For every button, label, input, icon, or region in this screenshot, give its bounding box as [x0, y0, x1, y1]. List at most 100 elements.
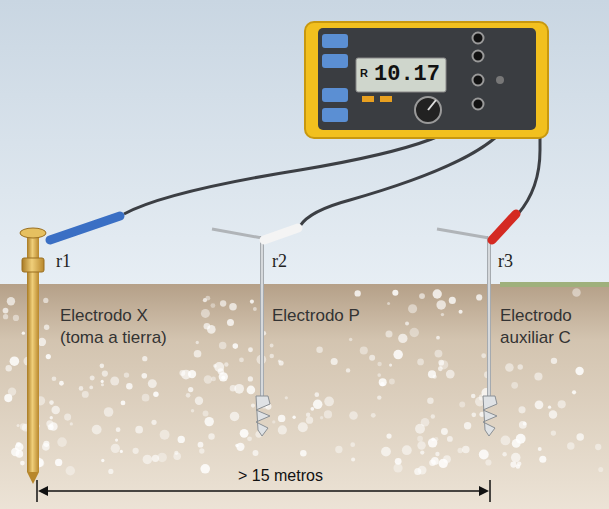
soil-dot [316, 347, 323, 354]
soil-dot [551, 430, 556, 435]
soil-dot [449, 297, 456, 304]
soil-dot [17, 424, 20, 427]
soil-dot [120, 450, 123, 453]
soil-dot [548, 406, 551, 409]
soil-dot [572, 288, 580, 296]
soil-dot [43, 298, 48, 303]
soil-dot [385, 331, 392, 338]
soil-dot [575, 367, 583, 375]
soil-dot [204, 417, 213, 426]
soil-dot [539, 456, 546, 463]
blue-connector [50, 216, 120, 240]
meter-button [322, 54, 348, 68]
electrode-label: Electrodo auxiliar C [500, 305, 604, 349]
display-symbol: R [360, 66, 368, 80]
soil-dot [224, 362, 228, 366]
ground-rod-clamp [22, 258, 44, 272]
stake-bit [483, 396, 497, 436]
soil-dot [50, 416, 53, 419]
soil-dot [219, 342, 226, 349]
soil-dot [516, 464, 521, 469]
soil-dot [471, 412, 476, 417]
soil-dot [44, 324, 49, 329]
soil-dot [349, 411, 358, 420]
soil-dot [538, 447, 542, 451]
soil-dot [435, 350, 443, 358]
soil-dot [518, 364, 523, 369]
dimension-tick [36, 480, 38, 502]
soil-dot [186, 393, 191, 398]
soil-dot [230, 385, 236, 391]
soil-dot [57, 437, 67, 447]
soil-dot [38, 338, 46, 346]
soil-dot [20, 423, 27, 430]
soil-dot [306, 413, 310, 417]
soil-dot [292, 416, 295, 419]
soil-dot [52, 376, 57, 381]
dimension-arrow [479, 486, 489, 496]
soil-dot [230, 412, 240, 422]
stake-handle [437, 229, 489, 238]
soil-dot [354, 290, 360, 296]
soil-dot [439, 459, 448, 468]
soil-dot [381, 447, 391, 457]
soil-dot [278, 425, 287, 434]
soil-dot [436, 336, 440, 340]
soil-dot [279, 360, 284, 365]
soil-dot [511, 382, 518, 389]
dimension-arrow [38, 486, 48, 496]
soil-dot [350, 442, 355, 447]
soil-dot [459, 310, 463, 314]
soil-dot [252, 450, 258, 456]
terminal-label: r2 [272, 250, 287, 273]
soil-dot [211, 377, 216, 382]
soil-dot [408, 304, 417, 313]
soil-dot [13, 315, 19, 321]
soil-dot [143, 455, 153, 465]
soil-dot [102, 370, 108, 376]
soil-dot [235, 444, 239, 448]
soil-dot [419, 293, 425, 299]
soil-dot [458, 448, 463, 453]
sky [0, 0, 609, 286]
soil-dot [82, 391, 89, 398]
soil-dot [196, 341, 199, 344]
soil-dot [331, 358, 338, 365]
meter-button [322, 88, 348, 102]
soil-dot [16, 442, 21, 447]
soil-dot [567, 442, 574, 449]
soil-dot [420, 450, 424, 454]
soil-dot [151, 420, 156, 425]
soil-dot [572, 390, 576, 394]
soil-dot [142, 394, 150, 402]
soil-dot [349, 338, 352, 341]
soil-dot [447, 436, 453, 442]
soil-dot [360, 347, 368, 355]
soil-dot [115, 439, 118, 442]
soil-dot [417, 436, 423, 442]
soil-dot [116, 427, 121, 432]
soil-dot [438, 360, 444, 366]
soil-dot [414, 468, 421, 475]
soil-dot [55, 459, 62, 466]
soil-dot [519, 421, 527, 429]
meter-jack [496, 76, 504, 84]
white-connector [264, 228, 298, 240]
soil-dot [278, 415, 285, 422]
soil-dot [51, 406, 59, 414]
soil-dot [431, 457, 439, 465]
soil-dot [227, 319, 234, 326]
soil-dot [251, 404, 255, 408]
meter-jack [473, 51, 484, 62]
meter-panel [318, 28, 536, 130]
soil-dot [523, 422, 527, 426]
soil-dot [4, 394, 12, 402]
soil-dot [64, 414, 71, 421]
soil-dot [179, 370, 185, 376]
soil-dot [248, 347, 253, 352]
soil-dot [3, 308, 9, 314]
soil-dot [157, 453, 167, 463]
soil-dot [220, 300, 226, 306]
soil-dot [270, 344, 274, 348]
soil-dot [229, 303, 237, 311]
